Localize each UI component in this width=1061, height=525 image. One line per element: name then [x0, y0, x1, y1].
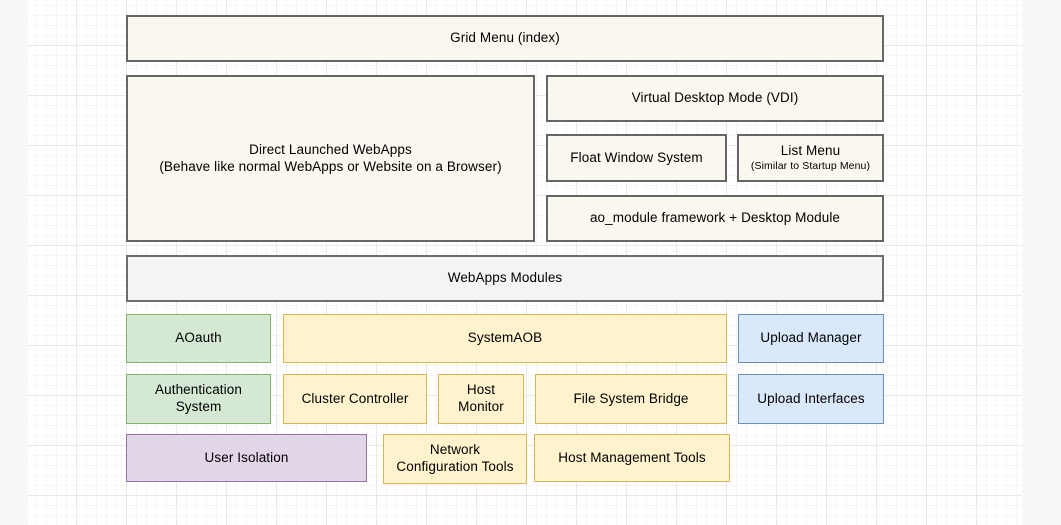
- node-file-system-bridge-label: File System Bridge: [573, 390, 689, 406]
- node-host-management-tools-label: Host Management Tools: [558, 449, 706, 465]
- node-host-management-tools[interactable]: Host Management Tools: [534, 434, 730, 482]
- node-upload-interfaces-label: Upload Interfaces: [757, 390, 865, 406]
- node-authentication-system-label: Authentication: [155, 382, 242, 398]
- node-network-configuration-tools[interactable]: Network Configuration Tools: [383, 434, 527, 484]
- node-user-isolation[interactable]: User Isolation: [126, 434, 367, 482]
- node-direct-launched-webapps-label: Direct Launched WebApps: [249, 141, 412, 157]
- node-webapps-modules[interactable]: WebApps Modules: [126, 255, 884, 302]
- node-host-monitor[interactable]: Host Monitor: [438, 374, 524, 424]
- node-upload-manager[interactable]: Upload Manager: [738, 314, 884, 363]
- node-grid-menu-label: Grid Menu (index): [450, 30, 560, 46]
- node-direct-launched-webapps-note: (Behave like normal WebApps or Website o…: [159, 158, 502, 174]
- node-webapps-modules-label: WebApps Modules: [447, 270, 563, 286]
- node-direct-launched-webapps[interactable]: Direct Launched WebApps (Behave like nor…: [126, 75, 535, 242]
- node-float-window-system-label: Float Window System: [570, 149, 703, 165]
- node-upload-manager-label: Upload Manager: [760, 330, 862, 346]
- node-ao-module-framework-label: ao_module framework + Desktop Module: [589, 210, 841, 226]
- node-host-monitor-label2: Monitor: [458, 399, 504, 414]
- node-grid-menu[interactable]: Grid Menu (index): [126, 15, 884, 62]
- node-host-monitor-label: Host: [466, 382, 496, 398]
- node-cluster-controller-label: Cluster Controller: [301, 390, 409, 406]
- node-list-menu[interactable]: List Menu (Similar to Startup Menu): [737, 134, 884, 182]
- node-user-isolation-label: User Isolation: [204, 449, 289, 465]
- node-system-aob-label: SystemAOB: [467, 330, 543, 346]
- node-network-configuration-tools-label: Network: [429, 442, 481, 458]
- node-list-menu-sublabel: (Similar to Startup Menu): [750, 160, 871, 173]
- node-upload-interfaces[interactable]: Upload Interfaces: [738, 374, 884, 424]
- node-file-system-bridge[interactable]: File System Bridge: [535, 374, 727, 424]
- node-cluster-controller[interactable]: Cluster Controller: [283, 374, 427, 424]
- node-aoauth[interactable]: AOauth: [126, 314, 271, 363]
- node-virtual-desktop-mode[interactable]: Virtual Desktop Mode (VDI): [546, 75, 884, 122]
- node-virtual-desktop-mode-label: Virtual Desktop Mode (VDI): [631, 90, 799, 106]
- node-authentication-system-label2: System: [175, 399, 222, 414]
- node-ao-module-framework[interactable]: ao_module framework + Desktop Module: [546, 195, 884, 242]
- node-network-configuration-tools-label2: Configuration Tools: [396, 459, 514, 474]
- node-float-window-system[interactable]: Float Window System: [546, 134, 727, 182]
- node-list-menu-label: List Menu: [780, 142, 841, 158]
- node-aoauth-label: AOauth: [175, 330, 222, 346]
- node-authentication-system[interactable]: Authentication System: [126, 374, 271, 424]
- node-system-aob[interactable]: SystemAOB: [283, 314, 727, 363]
